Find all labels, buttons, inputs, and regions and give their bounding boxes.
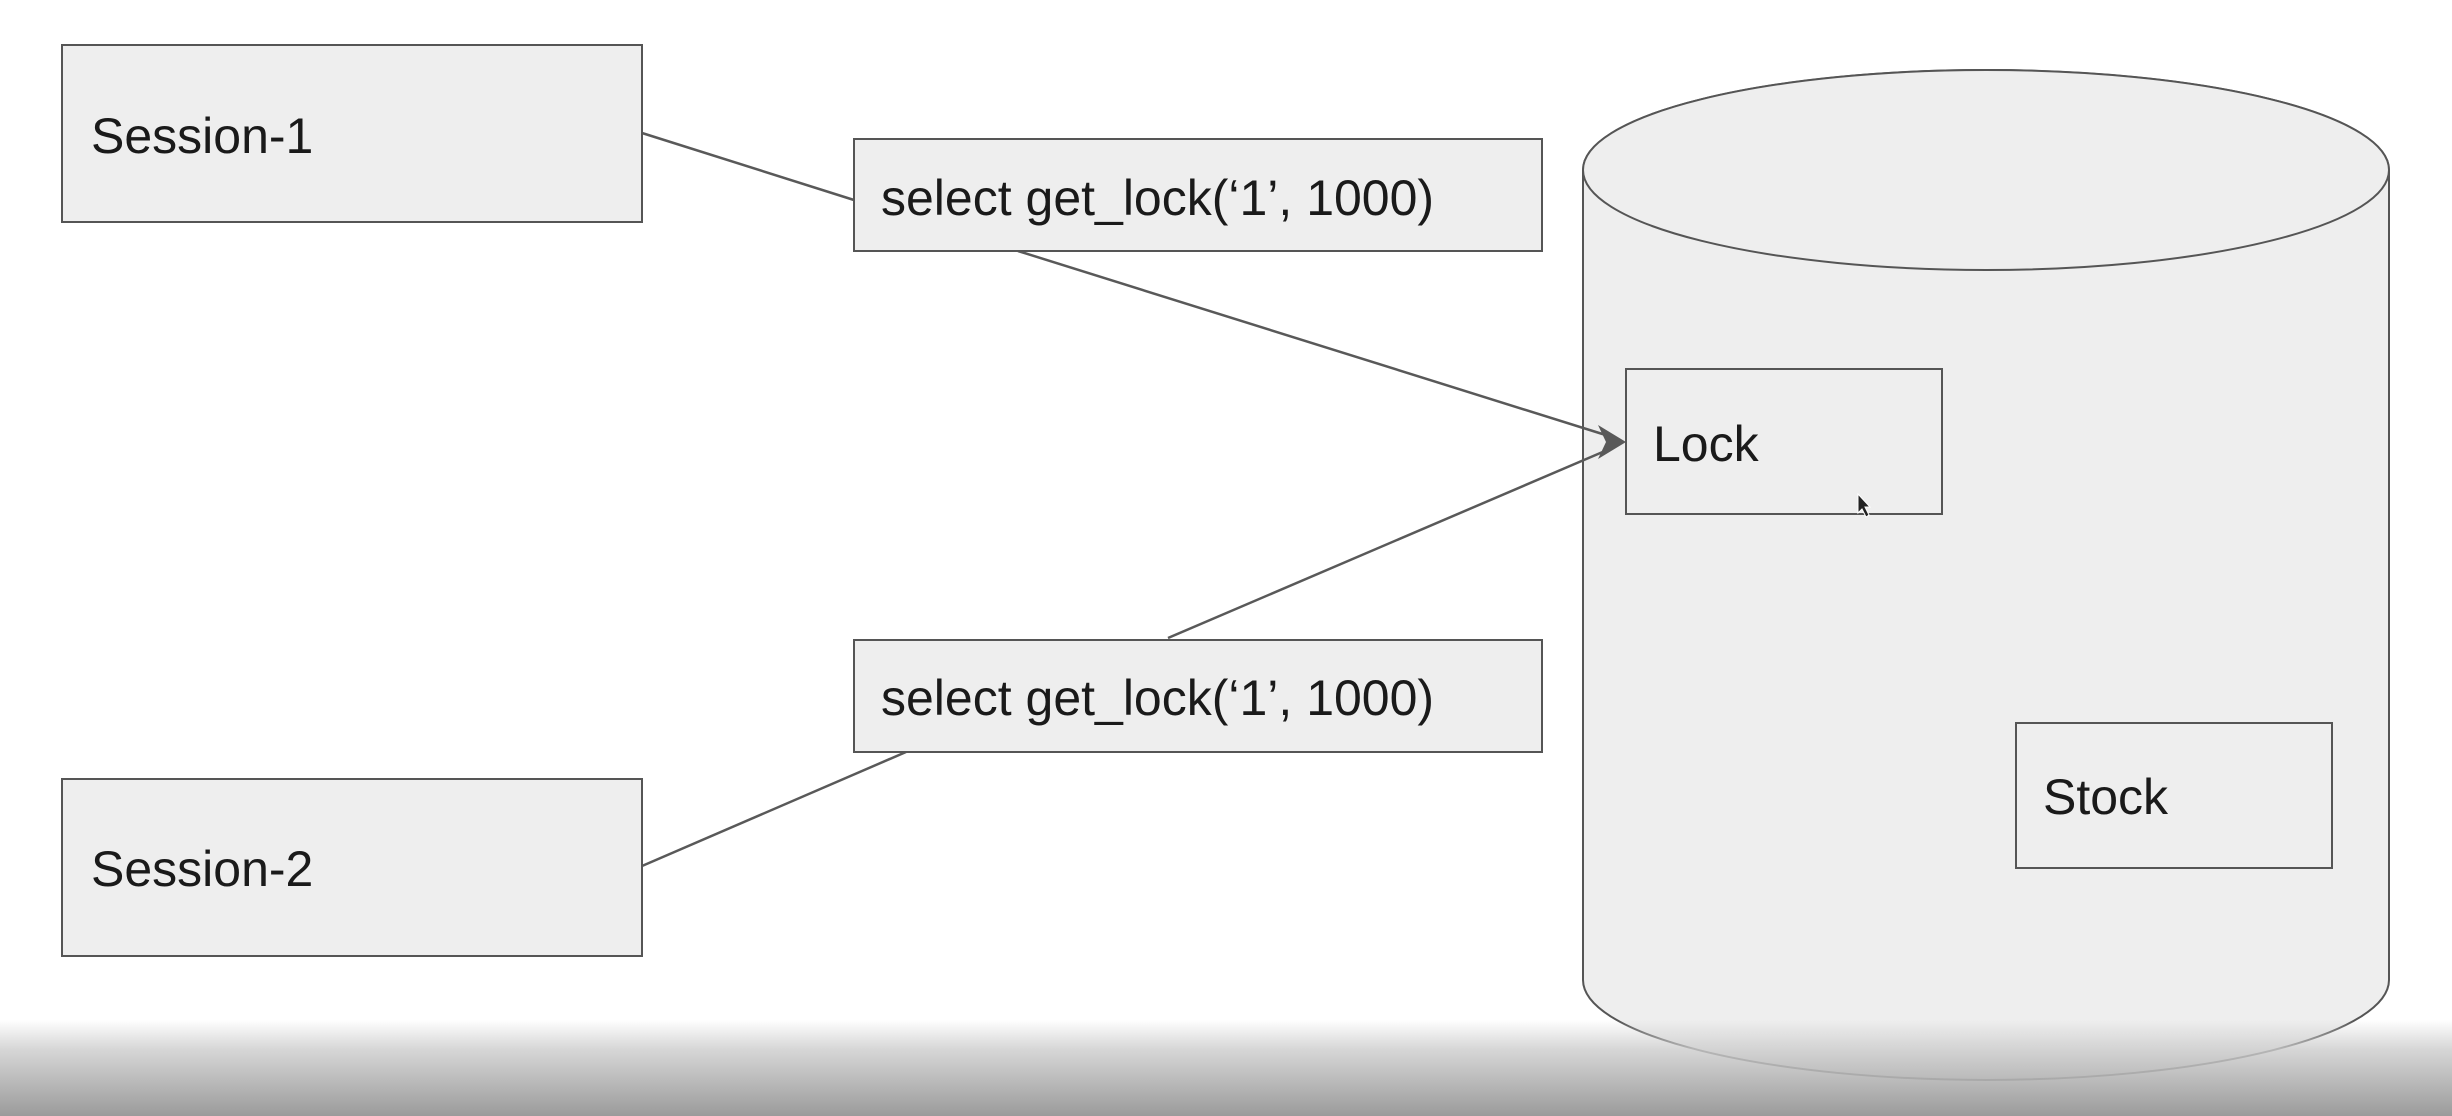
connectors — [641, 131, 1613, 868]
stock-box: Stock — [2015, 722, 2333, 869]
query-2-label: select get_lock(‘1’, 1000) — [881, 670, 1434, 726]
session-1-label: Session-1 — [91, 108, 313, 164]
mouse-pointer-icon — [1857, 492, 1872, 518]
query-2-box: select get_lock(‘1’, 1000) — [853, 639, 1543, 753]
connector-session1-query1 — [641, 131, 855, 202]
database-cylinder — [1582, 69, 2390, 1081]
query-1-label: select get_lock(‘1’, 1000) — [881, 170, 1434, 226]
session-1-box: Session-1 — [61, 44, 643, 223]
query-1-box: select get_lock(‘1’, 1000) — [853, 138, 1543, 252]
lock-label: Lock — [1653, 416, 1760, 472]
video-control-bar-shadow — [0, 1020, 2452, 1116]
lock-box: Lock — [1625, 368, 1943, 515]
connector-query1-lock — [1017, 249, 1613, 439]
connector-query2-lock — [1167, 446, 1613, 640]
session-2-label: Session-2 — [91, 841, 313, 897]
session-2-box: Session-2 — [61, 778, 643, 957]
database-cylinder-top — [1582, 69, 2390, 271]
stock-label: Stock — [2043, 769, 2169, 825]
connector-session2-query2 — [641, 750, 907, 868]
arrowhead-icon — [1598, 425, 1626, 459]
